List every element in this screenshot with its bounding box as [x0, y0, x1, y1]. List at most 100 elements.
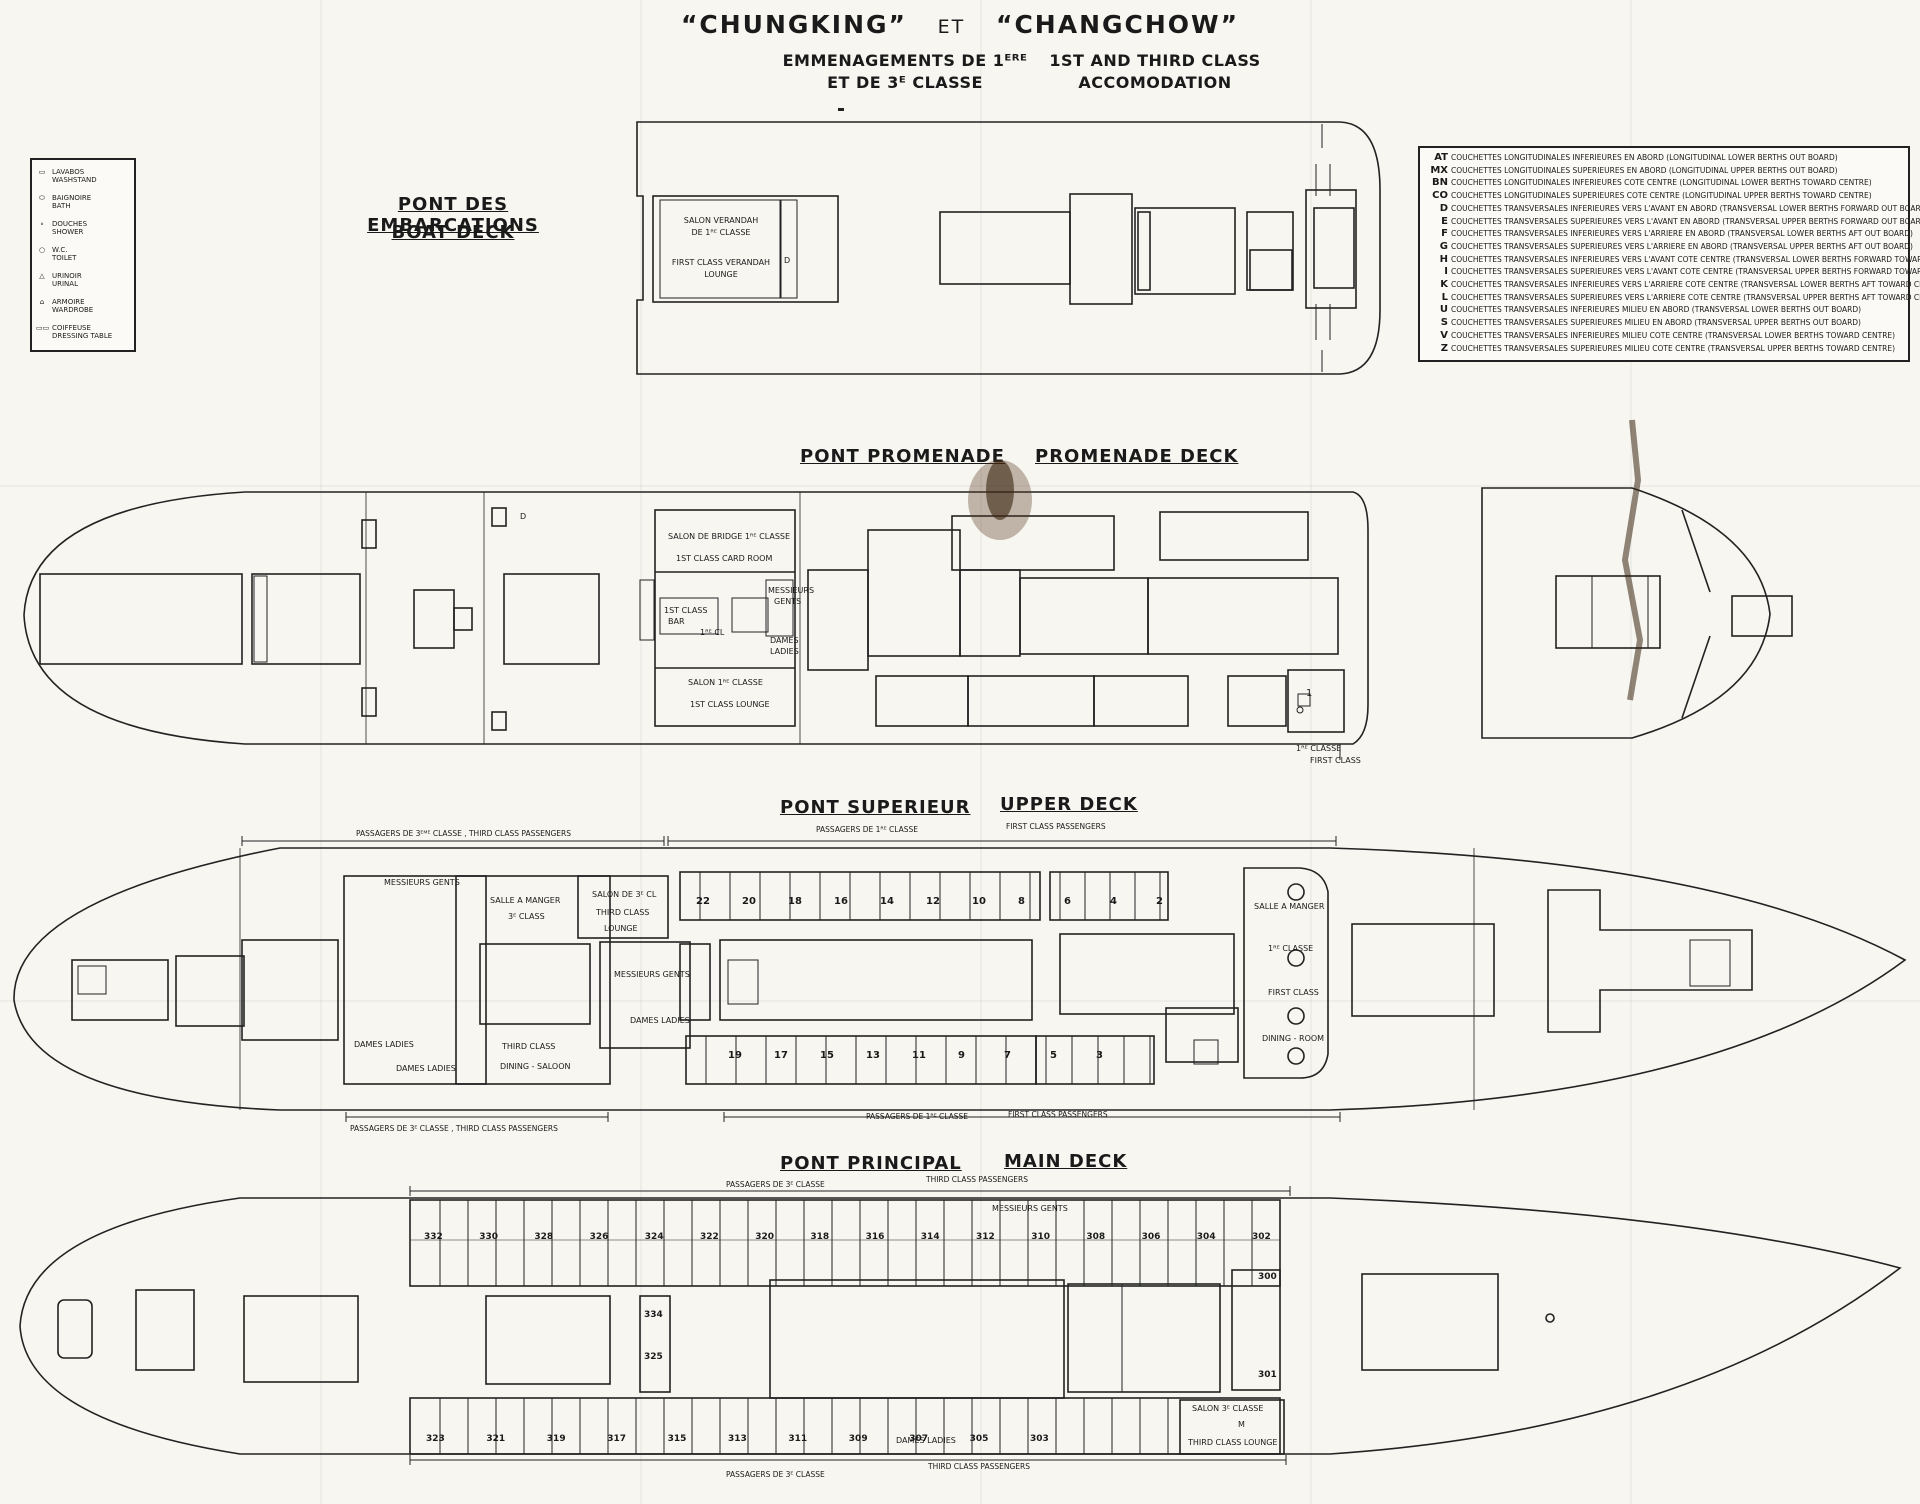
berth-code: S — [1440, 317, 1448, 329]
main-salon-m: M — [1238, 1420, 1245, 1429]
upper-first-class-dining-room — [1243, 867, 1329, 1079]
upper-first-dining-fr: SALLE A MANGER — [1254, 902, 1325, 911]
berth-code: MX — [1430, 164, 1448, 176]
berth-code: G — [1439, 240, 1448, 252]
key-label-en: DRESSING TABLE — [52, 332, 113, 340]
ladies-label-fr: DAMES — [770, 636, 799, 645]
cabin-number: 308 — [1086, 1232, 1106, 1242]
boat-deck-outline — [636, 121, 1381, 375]
berth-code: V — [1440, 329, 1448, 341]
cabin-number: 320 — [755, 1232, 774, 1242]
key-label-fr: ARMOIRE — [52, 298, 85, 306]
upper-pax-third-bottom: PASSAGERS DE 3ᴱ CLASSE , THIRD CLASS PAS… — [350, 1124, 558, 1133]
berth-code: U — [1439, 304, 1448, 316]
main-deck-title-fr: PONT PRINCIPAL — [780, 1153, 962, 1174]
cabin-number: 15 — [820, 1050, 834, 1061]
cabin-number: 306 — [1141, 1232, 1161, 1242]
upper-deck-outline — [13, 847, 1907, 1111]
print-mark — [838, 108, 844, 111]
subtitle-english: 1ST AND THIRD CLASS ACCOMODATION — [1040, 50, 1270, 94]
upper-ladies-bottom: DAMES LADIES — [396, 1064, 456, 1073]
subtitle-english-line2: ACCOMODATION — [1078, 73, 1232, 92]
promenade-public-rooms — [654, 509, 796, 727]
berth-description: COUCHETTES TRANSVERSALES INFERIEURES VER… — [1451, 229, 1913, 239]
dressing-table-icon: ▭▭ — [36, 324, 50, 332]
upper-ladies-left: DAMES LADIES — [354, 1040, 414, 1049]
promenade-forecastle — [1481, 487, 1771, 739]
shower-icon: ∘ — [39, 220, 45, 228]
cabin-number: 11 — [912, 1050, 926, 1061]
verandah-label-en2: LOUNGE — [704, 270, 738, 279]
upper-salle-label: SALLE A MANGER — [490, 896, 561, 905]
cabin-number: 2 — [1156, 896, 1163, 907]
cabin-number: 326 — [589, 1232, 609, 1242]
key-label-en: SHOWER — [52, 228, 84, 236]
promenade-door-aft: D — [520, 512, 527, 521]
upper-third-saloon-1: THIRD CLASS — [502, 1042, 556, 1051]
cabin-number: 8 — [1018, 896, 1025, 907]
upper-pax-third-top: PASSAGERS DE 3ᴱᴹᴱ CLASSE , THIRD CLASS P… — [356, 829, 571, 838]
key-label-fr: COIFFEUSE — [52, 324, 91, 332]
key-label-fr: LAVABOS — [52, 168, 85, 176]
main-deck-cabin-partitions — [439, 872, 1253, 1454]
cabin-number: 322 — [700, 1232, 719, 1242]
cabin-number: 18 — [788, 896, 802, 907]
cabin-number: 5 — [1050, 1050, 1057, 1061]
subtitle-french-line2: ET DE 3ᴱ CLASSE — [827, 73, 983, 92]
key-label-en: BATH — [52, 202, 71, 210]
cabin-number: 328 — [534, 1232, 554, 1242]
verandah-lounge-room — [652, 195, 839, 303]
berth-code: L — [1441, 291, 1448, 303]
title-et: ET — [937, 16, 966, 38]
gents-label-en: GENTS — [774, 597, 802, 606]
cabin-number: 10 — [972, 896, 986, 907]
cabin-number: 316 — [865, 1232, 885, 1242]
berth-description: COUCHETTES TRANSVERSALES SUPERIEURES MIL… — [1451, 343, 1896, 353]
key-label-fr: W.C. — [52, 246, 68, 254]
upper-third-saloon-2: DINING - SALOON — [500, 1062, 571, 1071]
ship-name-left: “CHUNGKING” — [680, 10, 907, 39]
upper-gents-mid: MESSIEURS GENTS — [614, 970, 690, 979]
cabin-number: 314 — [920, 1232, 940, 1242]
promenade-cabin-1: 1 — [1306, 688, 1313, 699]
cabin-number: 12 — [926, 896, 940, 907]
cabin-number: 301 — [1258, 1370, 1277, 1380]
cabin-number: 310 — [1031, 1232, 1050, 1242]
upper-third-mess-block — [343, 875, 487, 1085]
cabin-number: 313 — [728, 1434, 747, 1444]
document-title: “CHUNGKING” ET “CHANGCHOW” — [0, 10, 1920, 39]
cabin-number: 13 — [866, 1050, 880, 1061]
key-label-en: URINAL — [52, 280, 78, 288]
main-casing — [769, 1279, 1065, 1399]
bath-icon: ⬭ — [39, 194, 45, 202]
berth-description: COUCHETTES TRANSVERSALES INFERIEURES VER… — [1451, 254, 1920, 264]
key-label-fr: URINOIR — [52, 272, 82, 280]
upper-salon3-en2: LOUNGE — [604, 924, 638, 933]
first-class-label-fr: 1ᴿᴱ CLASSE — [1296, 744, 1342, 753]
subtitle-french-line1: EMMENAGEMENTS DE 1ᴱᴿᴱ — [782, 51, 1028, 70]
berth-description: COUCHETTES TRANSVERSALES SUPERIEURES VER… — [1451, 241, 1913, 251]
cabin-number: 307 — [909, 1434, 928, 1444]
bar-label-1: 1ST CLASS — [664, 606, 708, 615]
cabin-number: 300 — [1258, 1272, 1277, 1282]
berth-code: I — [1444, 266, 1448, 278]
cabin-number: 20 — [742, 896, 756, 907]
berth-description: COUCHETTES TRANSVERSALES INFERIEURES MIL… — [1451, 330, 1896, 340]
cabin-number: 309 — [848, 1434, 868, 1444]
